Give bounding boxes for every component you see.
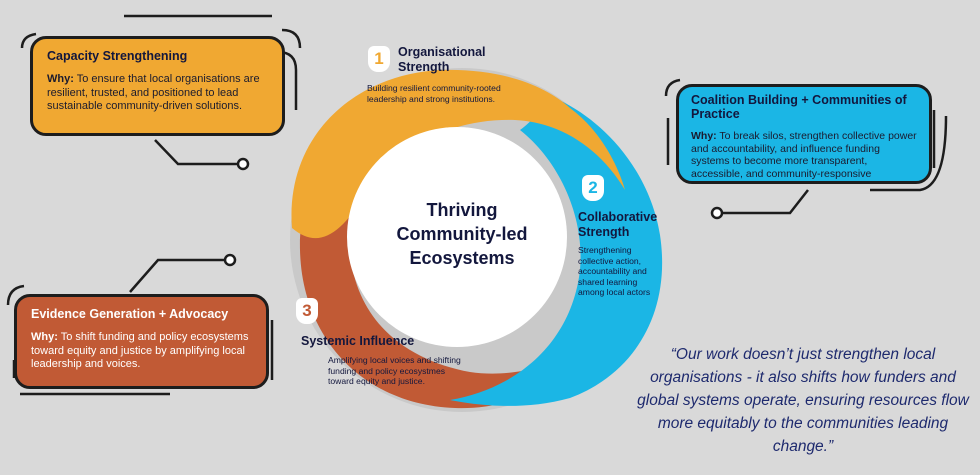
coalition-box: Coalition Building + Communities of Prac… xyxy=(676,84,932,184)
capacity-title: Capacity Strengthening xyxy=(47,49,188,63)
connector-dot-capacity xyxy=(236,157,250,171)
connector-evidence xyxy=(129,258,230,293)
connector-capacity xyxy=(154,139,238,166)
segment-1-shape xyxy=(291,69,625,239)
capacity-text: Why: To ensure that local organisations … xyxy=(47,73,260,112)
evidence-box: Evidence Generation + Advocacy Why: To s… xyxy=(14,294,269,389)
evidence-title: Evidence Generation + Advocacy xyxy=(31,307,229,321)
segment-3-shape xyxy=(299,130,590,409)
bracket-capacity-2 xyxy=(281,28,302,49)
segment-3-number: 3 xyxy=(296,298,318,324)
connector-dot-evidence xyxy=(223,253,237,267)
bracket-coalition-1 xyxy=(664,78,681,97)
bracket-coalition-4 xyxy=(870,115,948,192)
quote-text: “Our work doesn’t just strengthen local … xyxy=(637,346,969,455)
evidence-text: Why: To shift funding and policy ecosyst… xyxy=(31,331,249,370)
center-circle xyxy=(347,127,567,347)
segment-3-title: Systemic Influence xyxy=(301,334,415,348)
bracket-capacity-4 xyxy=(20,32,37,49)
segment-2-number: 2 xyxy=(582,175,604,201)
capacity-box: Capacity Strengthening Why: To ensure th… xyxy=(30,36,285,136)
bracket-evidence-1 xyxy=(6,284,25,306)
connector-dot-coalition xyxy=(710,206,724,220)
center-title: Thriving Community-led Ecosystems xyxy=(396,200,528,268)
segment-1-number: 1 xyxy=(368,46,390,72)
connector-coalition xyxy=(722,189,809,215)
coalition-text: Why: To break silos, strengthen collecti… xyxy=(691,130,917,180)
coalition-title: Coalition Building + Communities of Prac… xyxy=(691,93,907,121)
